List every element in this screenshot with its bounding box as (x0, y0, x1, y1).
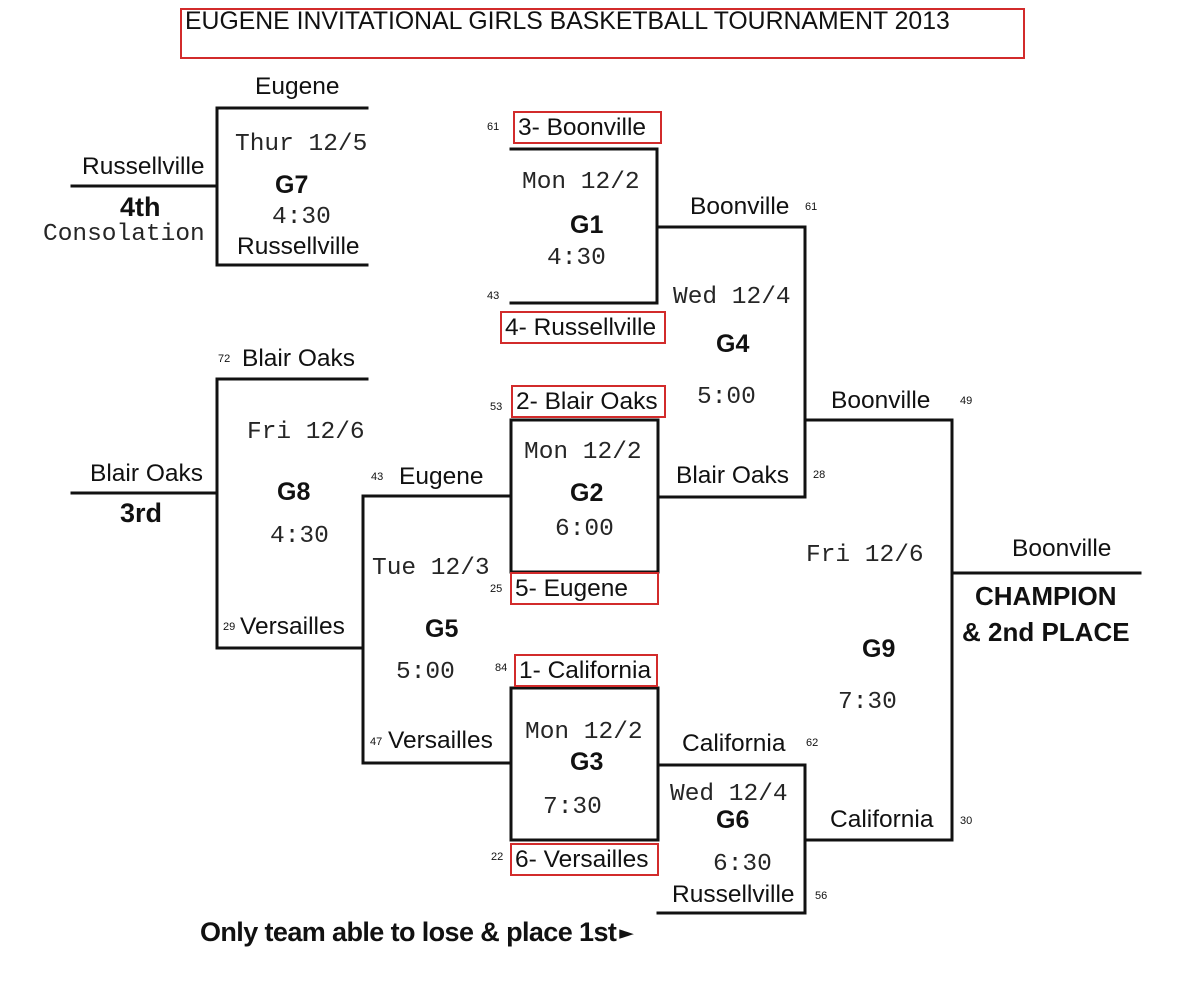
g4-date: Wed 12/4 (673, 284, 791, 311)
g9-result-team: Boonville (1012, 535, 1112, 562)
g5-date: Tue 12/3 (372, 555, 490, 582)
g5-bottom-team: Versailles (388, 727, 493, 754)
g9-result-place-line1: CHAMPION (975, 581, 1117, 611)
g8-game-label: G8 (277, 478, 311, 506)
g9-top-score: 49 (960, 395, 973, 407)
page-title: EUGENE INVITATIONAL GIRLS BASKETBALL TOU… (185, 8, 950, 35)
g6-bottom-team: Russellville (672, 881, 795, 908)
g8-bottom-score: 29 (223, 621, 236, 633)
g4-bottom-team: Blair Oaks (676, 462, 790, 489)
g7-result-team: Russellville (82, 153, 205, 180)
footnote: Only team able to lose & place 1st► (200, 917, 634, 950)
g8-date: Fri 12/6 (247, 419, 365, 446)
g9-time: 7:30 (838, 689, 897, 716)
g9-bottom-team: California (830, 806, 934, 833)
g3-bottom-team: 6- Versailles (515, 846, 649, 873)
g5-top-score: 43 (371, 471, 384, 483)
g2-game-label: G2 (570, 479, 604, 507)
g9-date: Fri 12/6 (806, 542, 924, 569)
g1-top-score: 61 (487, 121, 500, 133)
right-pointer-icon: ► (619, 922, 634, 944)
g1-game-label: G1 (570, 211, 604, 239)
g9-game-label: G9 (862, 635, 896, 663)
g3-time: 7:30 (543, 794, 602, 821)
g8-time: 4:30 (270, 523, 329, 550)
g8-bottom-team: Versailles (240, 613, 345, 640)
g3-top-team: 1- California (519, 657, 652, 684)
g2-bottom-seed-box: 5- Eugene (510, 572, 659, 605)
g4-bottom-score: 28 (813, 469, 826, 481)
g8-top-score: 72 (218, 353, 231, 365)
g1-top-team: 3- Boonville (518, 114, 647, 141)
g8-top-team: Blair Oaks (242, 345, 356, 372)
g3-top-score: 84 (495, 662, 508, 674)
g5-top-team: Eugene (399, 463, 484, 490)
g3-top-seed-box: 1- California (514, 654, 658, 687)
g3-bracket-box (509, 686, 660, 842)
g7-result-note: Consolation (43, 221, 205, 248)
g4-time: 5:00 (697, 384, 756, 411)
g4-bracket-line (655, 225, 807, 499)
g5-time: 5:00 (396, 659, 455, 686)
g1-time: 4:30 (547, 245, 606, 272)
g6-time: 6:30 (713, 851, 772, 878)
g1-bottom-score: 43 (487, 290, 500, 302)
g2-bottom-team: 5- Eugene (515, 575, 629, 602)
g4-game-label: G4 (716, 330, 750, 358)
g8-result-place: 3rd (120, 498, 163, 528)
g6-game-label: G6 (716, 806, 750, 834)
g6-bottom-score: 56 (815, 890, 828, 902)
g4-top-team: Boonville (690, 193, 790, 220)
footnote-text: Only team able to lose & place 1st (200, 917, 617, 947)
g7-date: Thur 12/5 (235, 131, 368, 158)
g3-bottom-seed-box: 6- Versailles (510, 843, 659, 876)
g3-date: Mon 12/2 (525, 719, 643, 746)
g1-top-seed-box: 3- Boonville (513, 111, 662, 144)
g6-date: Wed 12/4 (670, 781, 788, 808)
g2-bottom-score: 25 (490, 583, 503, 595)
g5-game-label: G5 (425, 615, 459, 643)
g5-bottom-score: 47 (370, 736, 383, 748)
g7-result-place: 4th (120, 192, 161, 222)
g7-time: 4:30 (272, 204, 331, 231)
g2-top-team: 2- Blair Oaks (516, 388, 658, 415)
g9-bottom-score: 30 (960, 815, 973, 827)
g8-bracket-line (215, 377, 369, 650)
g1-date: Mon 12/2 (522, 169, 640, 196)
g4-top-score: 61 (805, 201, 818, 213)
g2-top-score: 53 (490, 401, 503, 413)
g3-game-label: G3 (570, 748, 604, 776)
g9-bracket-line (803, 418, 954, 842)
g7-top-team: Eugene (255, 73, 340, 100)
g2-date: Mon 12/2 (524, 439, 642, 466)
g9-result-place-line2: & 2nd PLACE (962, 617, 1130, 647)
g2-time: 6:00 (555, 516, 614, 543)
g7-bottom-team: Russellville (237, 233, 360, 260)
g6-top-score: 62 (806, 737, 819, 749)
title-box: EUGENE INVITATIONAL GIRLS BASKETBALL TOU… (180, 8, 1025, 59)
g3-bottom-score: 22 (491, 851, 504, 863)
g8-result-team: Blair Oaks (90, 460, 204, 487)
g1-bottom-team: 4- Russellville (505, 314, 657, 341)
g5-bracket-line (361, 494, 513, 765)
g2-top-seed-box: 2- Blair Oaks (511, 385, 666, 418)
g1-bottom-seed-box: 4- Russellville (500, 311, 666, 344)
g7-game-label: G7 (275, 171, 309, 199)
g9-top-team: Boonville (831, 387, 931, 414)
g6-top-team: California (682, 730, 786, 757)
